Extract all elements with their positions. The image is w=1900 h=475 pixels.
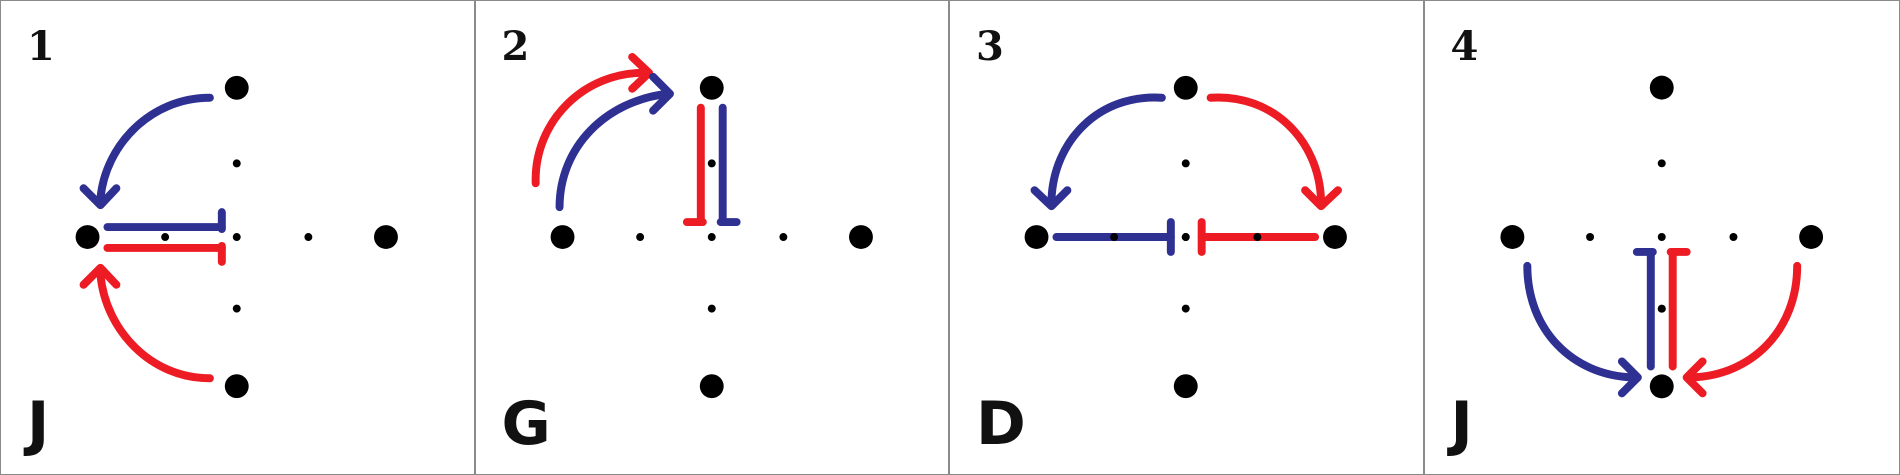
panel-1: 1 J: [1, 1, 476, 474]
large-dot: [1798, 225, 1823, 249]
blue-curved-arrow: [1522, 261, 1637, 382]
large-dot: [1173, 75, 1198, 100]
red-curved-arrow: [531, 68, 651, 188]
panel-number: 1: [27, 23, 55, 70]
large-dot: [1649, 75, 1674, 100]
large-dot: [1499, 225, 1524, 249]
blue-curved-arrow: [555, 89, 672, 212]
panel-2: 2 G: [476, 1, 950, 474]
small-dots: [1585, 159, 1737, 313]
red-arrow-head: [79, 263, 121, 289]
small-dot: [1728, 233, 1737, 241]
blue-arrow-head: [1030, 186, 1072, 211]
small-dot: [1181, 159, 1190, 168]
panel-number: 2: [501, 23, 530, 70]
panel-4-drawing: [1499, 75, 1823, 399]
red-arrow-head: [627, 52, 653, 93]
red-curved-arrow: [1687, 261, 1801, 382]
small-dot: [707, 159, 716, 168]
blue-arrow-head: [648, 72, 674, 115]
large-dot: [224, 75, 249, 100]
small-dot: [1657, 304, 1666, 313]
panel-2-drawing: [531, 52, 873, 399]
small-dot: [232, 304, 241, 313]
red-curved-arrow: [96, 270, 214, 383]
large-dot: [699, 374, 724, 399]
small-dot: [1181, 304, 1190, 313]
small-dot: [707, 304, 716, 313]
red-arrow-head: [1301, 186, 1342, 211]
panel-letter: J: [27, 389, 50, 459]
blue-curved-arrow: [96, 93, 214, 203]
small-dot: [161, 233, 170, 241]
large-dot: [1323, 225, 1347, 249]
small-dot: [707, 233, 716, 241]
blue-arrow-head: [79, 184, 121, 210]
panel-3: 3 D: [950, 1, 1425, 474]
panel-number: 3: [976, 23, 1004, 70]
large-dots: [1499, 75, 1823, 399]
large-dot: [75, 225, 100, 249]
large-dot: [550, 225, 574, 249]
small-dots: [635, 159, 787, 313]
small-dot: [232, 159, 241, 168]
large-dot: [1649, 374, 1674, 399]
small-dot: [778, 233, 787, 241]
large-dots: [1024, 75, 1347, 399]
large-dot: [224, 374, 249, 399]
blue-curved-arrow: [1047, 93, 1166, 205]
panel-letter: D: [976, 389, 1026, 459]
small-dot: [304, 233, 313, 241]
small-dots: [161, 159, 313, 313]
small-dot: [1181, 233, 1190, 241]
small-dot: [1657, 233, 1666, 241]
small-dot: [635, 233, 644, 241]
large-dots: [550, 75, 873, 399]
small-dot: [1110, 233, 1119, 241]
small-dot: [1585, 233, 1594, 241]
small-dot: [1253, 233, 1262, 241]
large-dots: [75, 75, 398, 399]
panel-number: 4: [1450, 23, 1479, 70]
blue-arrow-head: [1617, 357, 1642, 398]
panel-4: 4 J: [1425, 1, 1900, 474]
panel-letter: G: [501, 389, 551, 459]
large-dot: [1173, 374, 1198, 399]
large-dot: [374, 225, 398, 249]
red-arrow-head: [1682, 357, 1707, 398]
large-dot: [848, 225, 873, 249]
panel-letter: J: [1450, 389, 1473, 459]
panel-1-drawing: [75, 75, 398, 399]
red-curved-arrow: [1206, 93, 1326, 205]
panel-3-drawing: [1024, 75, 1347, 399]
small-dot: [232, 233, 241, 241]
large-dot: [699, 75, 724, 100]
large-dot: [1024, 225, 1049, 249]
small-dot: [1657, 159, 1666, 168]
